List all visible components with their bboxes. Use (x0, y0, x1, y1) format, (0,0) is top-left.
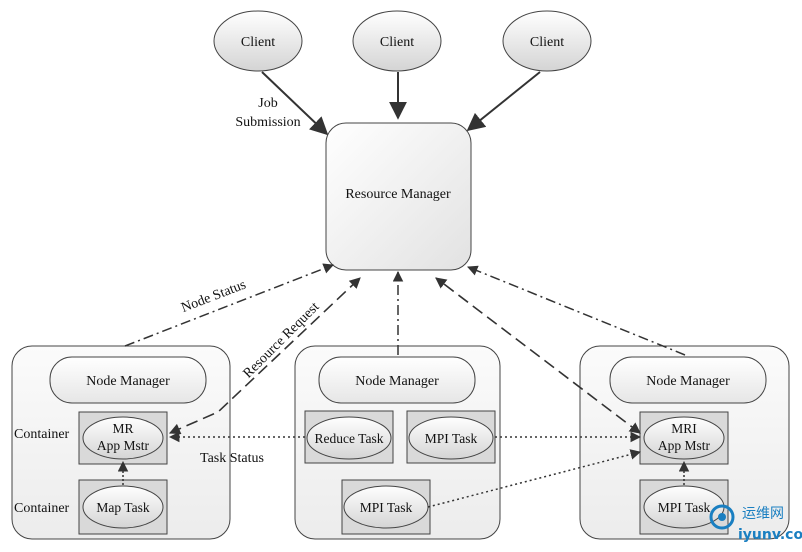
mri-app-master-line1: MRI (671, 421, 697, 436)
container-label-1: Container (14, 427, 70, 442)
mpi-bottom-to-mri-master-arrow (427, 449, 642, 508)
client-3: Client (502, 10, 592, 72)
map-task-label: Map Task (96, 500, 149, 515)
task-status-label: Task Status (200, 451, 264, 466)
mpi-task-middle-1: MPI Task (406, 410, 496, 464)
node-manager-left: Node Manager (49, 356, 207, 404)
mpi-task-middle-1-label: MPI Task (425, 431, 478, 446)
mr-app-master-line1: MR (112, 421, 133, 436)
mr-app-master-line2: App Mstr (97, 438, 150, 453)
container-label-2: Container (14, 501, 70, 516)
mpi-task-right: MPI Task (639, 479, 729, 535)
resource-request-left-arrow (168, 277, 361, 435)
reduce-task: Reduce Task (304, 410, 394, 464)
client-1-arrow (261, 71, 329, 136)
node-manager-middle-label: Node Manager (355, 374, 439, 389)
node-manager-right-label: Node Manager (646, 374, 730, 389)
client-2: Client (352, 10, 442, 72)
resource-manager: Resource Manager (325, 122, 472, 271)
watermark-cn: 运维网 (742, 506, 784, 522)
client-1: Client (213, 10, 303, 72)
watermark-ring-icon (709, 504, 735, 530)
map-task: Map Task (78, 479, 168, 535)
client-2-label: Client (380, 35, 414, 50)
node-manager-middle: Node Manager (318, 356, 476, 404)
client-3-arrow (466, 71, 541, 132)
client-3-label: Client (530, 35, 564, 50)
mpi-task-middle-2-label: MPI Task (360, 500, 413, 515)
watermark-url: iyunv.com (738, 527, 802, 543)
job-submission-label-line1: Job (258, 96, 277, 111)
mr-app-master: MR App Mstr (78, 411, 168, 465)
mpi-task-middle-2: MPI Task (341, 479, 431, 535)
node-manager-left-label: Node Manager (86, 374, 170, 389)
client-1-label: Client (241, 35, 275, 50)
watermark-dot-icon (718, 513, 726, 521)
mri-app-master: MRI App Mstr (639, 411, 729, 465)
mpi-task-right-label: MPI Task (658, 500, 711, 515)
node-status-label: Node Status (179, 278, 248, 316)
reduce-task-label: Reduce Task (315, 431, 384, 446)
resource-request-right-arrow (435, 277, 641, 434)
resource-manager-label: Resource Manager (345, 187, 451, 202)
watermark-logo: 运维网 iyunv.com (709, 504, 802, 543)
mri-app-master-line2: App Mstr (658, 438, 711, 453)
job-submission-label-line2: Submission (235, 115, 300, 130)
node-status-right-arrow (467, 265, 686, 356)
node-manager-right: Node Manager (609, 356, 767, 404)
